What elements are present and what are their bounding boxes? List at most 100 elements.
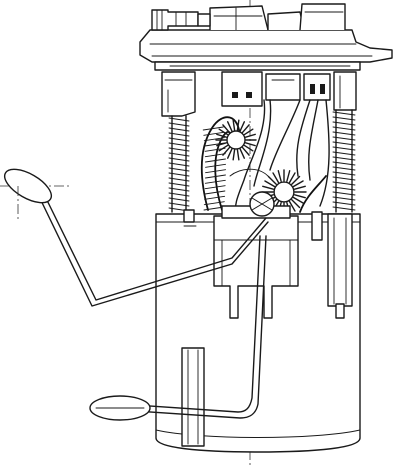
clamp-tooth [262,185,275,190]
coil-turn [168,122,190,127]
coil-turn [332,116,356,121]
hose-clamp-upper [215,119,257,161]
clamp-tooth [243,144,254,152]
coil-turn [332,141,356,146]
electrical-connectors [221,71,331,107]
coil-turn [332,151,356,156]
clamp-tooth [218,144,229,152]
clamp-tooth [244,142,256,147]
lower-float-arm [89,235,267,421]
clamp-tooth [293,194,306,199]
coil-turn [332,171,356,176]
coil-turn [332,206,356,211]
hose-rib [204,190,226,195]
hose-rib [203,206,225,211]
clamp-tooth [244,133,256,138]
coil-turn [332,156,356,161]
clamp-tooth [277,170,282,183]
coil-turn [168,147,190,152]
coil-turn [332,166,356,171]
corrugated-return-hose [261,169,327,215]
clamp-tooth [292,196,304,204]
coil-turn [332,136,356,141]
clamp-tooth [218,128,229,136]
clamp-tooth [226,148,233,159]
hose-clamp-lower [261,169,307,215]
hose-rib [205,163,227,168]
coil-turn [168,117,190,122]
hose-rib [204,142,226,147]
coil-turn [332,181,356,186]
clamp-tooth [241,146,250,156]
coil-turn [332,176,356,181]
clamp-tooth [293,185,306,190]
wiring-harness [229,99,330,215]
corrugated-fuel-hose [200,116,257,211]
hose-rib [204,179,226,184]
clamp-tooth [267,175,277,185]
upper-float [3,168,53,204]
clamp-tooth [239,148,246,159]
clamp-hub [226,130,246,150]
reservoir-canister [155,213,361,453]
coil-turn [332,186,356,191]
coil-turn [168,197,190,202]
coil-turn [332,161,356,166]
coil-turn [332,111,356,116]
clamp-tooth [216,133,228,138]
coil-turn [168,192,190,197]
clamp-tooth [288,200,296,212]
coil-turn [168,167,190,172]
coil-turn [168,177,190,182]
coil-turn [168,132,190,137]
clamp-tooth [226,121,233,132]
upper-float-arm [3,168,269,307]
clamp-tooth [239,121,246,132]
hose-rib [205,174,226,179]
clamp-tooth [243,128,254,136]
clamp-tooth [222,124,231,134]
clamp-tooth [241,124,250,134]
clamp-tooth [291,175,301,185]
hose-rib [204,153,226,158]
pump-body [183,191,353,319]
coil-turn [332,131,356,136]
coil-turn [168,162,190,167]
coil-turn [168,152,190,157]
hose-rib [202,126,224,131]
hose-rib [203,137,225,142]
hose-rib [205,169,227,174]
coil-turn [332,201,356,206]
right-spring-coil [332,111,356,211]
clamp-tooth [222,146,231,156]
hose-rib [205,158,226,163]
clamp-tooth [291,199,301,209]
coil-turn [332,196,356,201]
clamp-hub [273,181,295,203]
clamp-tooth [232,119,236,131]
coil-turn [332,121,356,126]
fuel-outlet-connector [151,9,211,31]
coil-turn [168,137,190,142]
clamp-tooth [288,172,296,184]
coil-turn [168,182,190,187]
coil-turn [168,127,190,132]
right-guide-spring [332,71,357,213]
hose-rib [203,131,225,136]
coil-turn [332,146,356,151]
clamp-tooth [264,180,276,188]
coil-turn [332,191,356,196]
coil-turn [168,202,190,207]
clamp-tooth [236,119,240,131]
left-guide-spring [161,71,196,213]
clamp-tooth [286,170,291,183]
coil-turn [168,172,190,177]
clamp-tooth [236,149,240,161]
coil-turn [332,126,356,131]
hose-rib [204,195,226,200]
clamp-tooth [292,180,304,188]
clamp-tooth [272,172,280,184]
hose-rib [204,185,226,190]
clamp-tooth [216,142,228,147]
